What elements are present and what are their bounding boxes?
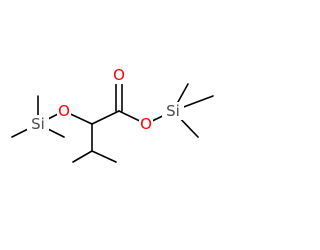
atom-labels: Si O O O Si [27, 66, 184, 133]
molecule-structure: Si O O O Si [11, 66, 214, 163]
bond-isopropyl-methyl-right [91, 150, 117, 163]
bond-alpha-carbon-carbonyl-carbon [91, 110, 120, 125]
atom-si-left: Si [31, 115, 45, 133]
bond-isopropyl-methyl-left [72, 150, 93, 163]
atom-o-ether: O [58, 102, 70, 120]
atom-si-right: Si [166, 102, 180, 120]
atom-o-carbonyl: O [113, 66, 125, 84]
atom-o-ester: O [140, 115, 152, 133]
